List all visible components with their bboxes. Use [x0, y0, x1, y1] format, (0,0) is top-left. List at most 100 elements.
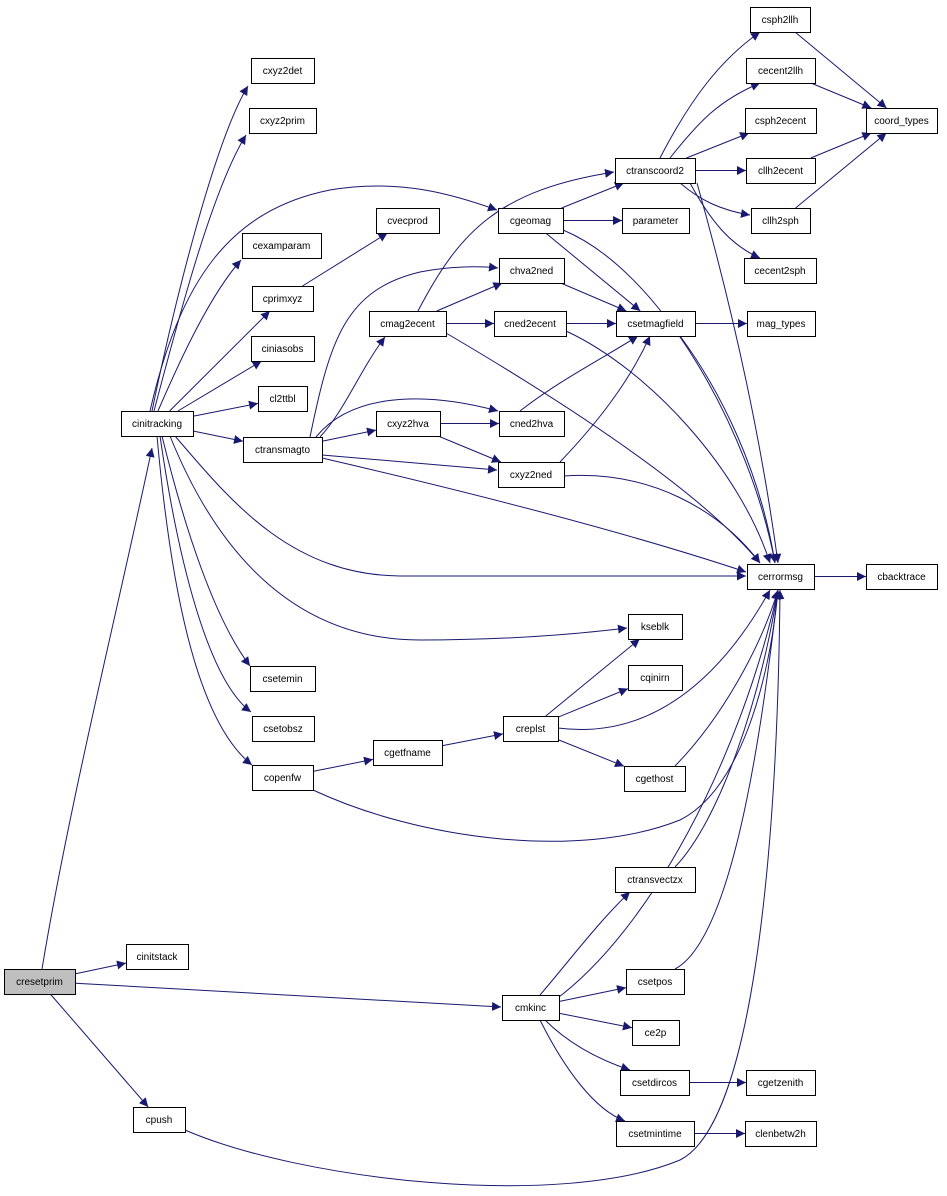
edge-cned2hva-to-csetmagfield: [519, 335, 639, 412]
node-label: clenbetw2h: [755, 1129, 806, 1140]
node-label: cgeomag: [510, 216, 551, 227]
node-cgethost[interactable]: cgethost: [624, 766, 686, 792]
edge-cecent2llh-to-coord_types: [810, 82, 872, 109]
node-label: cgethost: [636, 774, 674, 785]
node-cinitstack[interactable]: cinitstack: [126, 944, 189, 970]
node-ciniasobs[interactable]: ciniasobs: [251, 336, 315, 362]
node-clenbetw2h[interactable]: clenbetw2h: [745, 1121, 817, 1147]
node-cprimxyz[interactable]: cprimxyz: [252, 286, 314, 312]
node-box: [747, 311, 816, 337]
node-kseblk[interactable]: kseblk: [628, 614, 683, 640]
node-coord_types[interactable]: coord_types: [866, 108, 938, 134]
node-cinitracking[interactable]: cinitracking: [121, 411, 194, 437]
node-label: cinitstack: [136, 952, 178, 963]
edge-ctranscoord2-to-csph2ecent: [686, 132, 750, 159]
node-box: [502, 995, 560, 1021]
node-ctransvectzx[interactable]: ctransvectzx: [615, 867, 696, 893]
node-csetdircos[interactable]: csetdircos: [620, 1070, 690, 1096]
node-csph2llh[interactable]: csph2llh: [750, 7, 811, 33]
node-label: cgetfname: [384, 748, 431, 759]
node-cecent2sph[interactable]: cecent2sph: [744, 258, 817, 284]
node-csetmagfield[interactable]: csetmagfield: [616, 311, 696, 337]
node-label: ce2p: [645, 1028, 667, 1039]
node-cvecprod[interactable]: cvecprod: [376, 208, 440, 234]
node-box: [133, 1107, 186, 1133]
node-box: [498, 208, 564, 234]
node-box: [866, 564, 938, 590]
node-cxyz2prim[interactable]: cxyz2prim: [249, 108, 317, 134]
edge-cinitracking-to-cgeomag: [149, 185, 498, 412]
node-box: [615, 867, 696, 893]
node-cxyz2det[interactable]: cxyz2det: [251, 58, 315, 84]
node-box: [243, 437, 323, 463]
edge-cned2ecent-to-cerrormsg: [565, 330, 772, 564]
node-label: cprimxyz: [263, 294, 302, 305]
node-creplst[interactable]: creplst: [503, 716, 559, 742]
node-cgetzenith[interactable]: cgetzenith: [746, 1070, 816, 1096]
node-box: [258, 386, 308, 412]
node-cpush[interactable]: cpush: [133, 1107, 186, 1133]
node-box: [745, 1121, 817, 1147]
node-box: [746, 58, 816, 84]
node-label: cxyz2det: [263, 66, 303, 77]
node-box: [747, 564, 815, 590]
node-box: [4, 969, 76, 995]
node-label: cbacktrace: [877, 572, 926, 583]
node-label: cecent2sph: [754, 266, 805, 277]
node-ctranscoord2[interactable]: ctranscoord2: [615, 158, 696, 184]
node-cecent2llh[interactable]: cecent2llh: [746, 58, 816, 84]
node-cxyz2hva[interactable]: cxyz2hva: [376, 411, 441, 437]
node-copenfw[interactable]: copenfw: [252, 765, 314, 791]
node-cned2hva[interactable]: cned2hva: [499, 411, 565, 437]
node-cllh2ecent[interactable]: cllh2ecent: [746, 158, 816, 184]
node-label: cl2ttbl: [269, 394, 295, 405]
node-cned2ecent[interactable]: cned2ecent: [494, 311, 567, 337]
node-label: cxyz2prim: [260, 116, 305, 127]
node-cgetfname[interactable]: cgetfname: [373, 740, 443, 766]
node-label: cllh2ecent: [758, 166, 803, 177]
node-cerrormsg[interactable]: cerrormsg: [747, 564, 815, 590]
node-box: [376, 208, 440, 234]
node-cresetprim[interactable]: cresetprim: [4, 969, 76, 995]
edge-cmkinc-to-cerrormsg: [554, 589, 781, 1001]
node-cgeomag[interactable]: cgeomag: [498, 208, 564, 234]
node-box: [628, 614, 683, 640]
node-cllh2sph[interactable]: cllh2sph: [751, 208, 811, 234]
edge-cinitracking-to-cerrormsg: [174, 435, 746, 581]
nodes: cresetprim cinitstack cpush cinitracking cmk…: [4, 7, 938, 1147]
edge-cmkinc-to-ce2p: [558, 1012, 633, 1031]
node-label: cned2ecent: [504, 319, 556, 330]
edge-ctransvectzx-to-cerrormsg: [674, 589, 781, 868]
node-label: csetemin: [262, 674, 302, 685]
node-chva2ned[interactable]: chva2ned: [499, 258, 565, 284]
node-cl2tbl[interactable]: cl2ttbl: [258, 386, 308, 412]
node-box: [252, 765, 314, 791]
node-cxyz2ned[interactable]: cxyz2ned: [498, 462, 565, 488]
node-csetemin[interactable]: csetemin: [250, 666, 316, 692]
node-box: [252, 286, 314, 312]
node-label: cmag2ecent: [380, 319, 435, 330]
node-csetmintime[interactable]: csetmintime: [616, 1121, 695, 1147]
node-label: ctransvectzx: [627, 875, 683, 886]
node-cbacktrace[interactable]: cbacktrace: [866, 564, 938, 590]
edge-cinitracking-to-copenfw: [156, 435, 253, 766]
node-cmkinc[interactable]: cmkinc: [502, 995, 560, 1021]
node-label: cresetprim: [16, 977, 63, 988]
node-parameter[interactable]: parameter: [622, 208, 690, 234]
node-label: chva2ned: [510, 266, 553, 277]
node-csetpos[interactable]: csetpos: [626, 969, 685, 995]
node-cexamparam[interactable]: cexamparam: [242, 233, 322, 259]
node-label: csetmintime: [628, 1129, 682, 1140]
node-csetobsz[interactable]: csetobsz: [252, 716, 315, 742]
node-mag_types[interactable]: mag_types: [747, 311, 816, 337]
edge-cresetprim-to-cmkinc: [70, 982, 502, 1011]
edge-ctranscoord2-to-cllh2sph: [679, 182, 751, 218]
node-ctransmagto[interactable]: ctransmagto: [243, 437, 323, 463]
node-csph2ecent[interactable]: csph2ecent: [745, 108, 817, 134]
node-cqinirn[interactable]: cqinirn: [628, 665, 683, 691]
edge-cinitracking-to-csetobsz: [159, 435, 252, 713]
node-cmag2ecent[interactable]: cmag2ecent: [369, 311, 447, 337]
node-ce2p[interactable]: ce2p: [632, 1020, 680, 1046]
node-label: copenfw: [264, 773, 302, 784]
